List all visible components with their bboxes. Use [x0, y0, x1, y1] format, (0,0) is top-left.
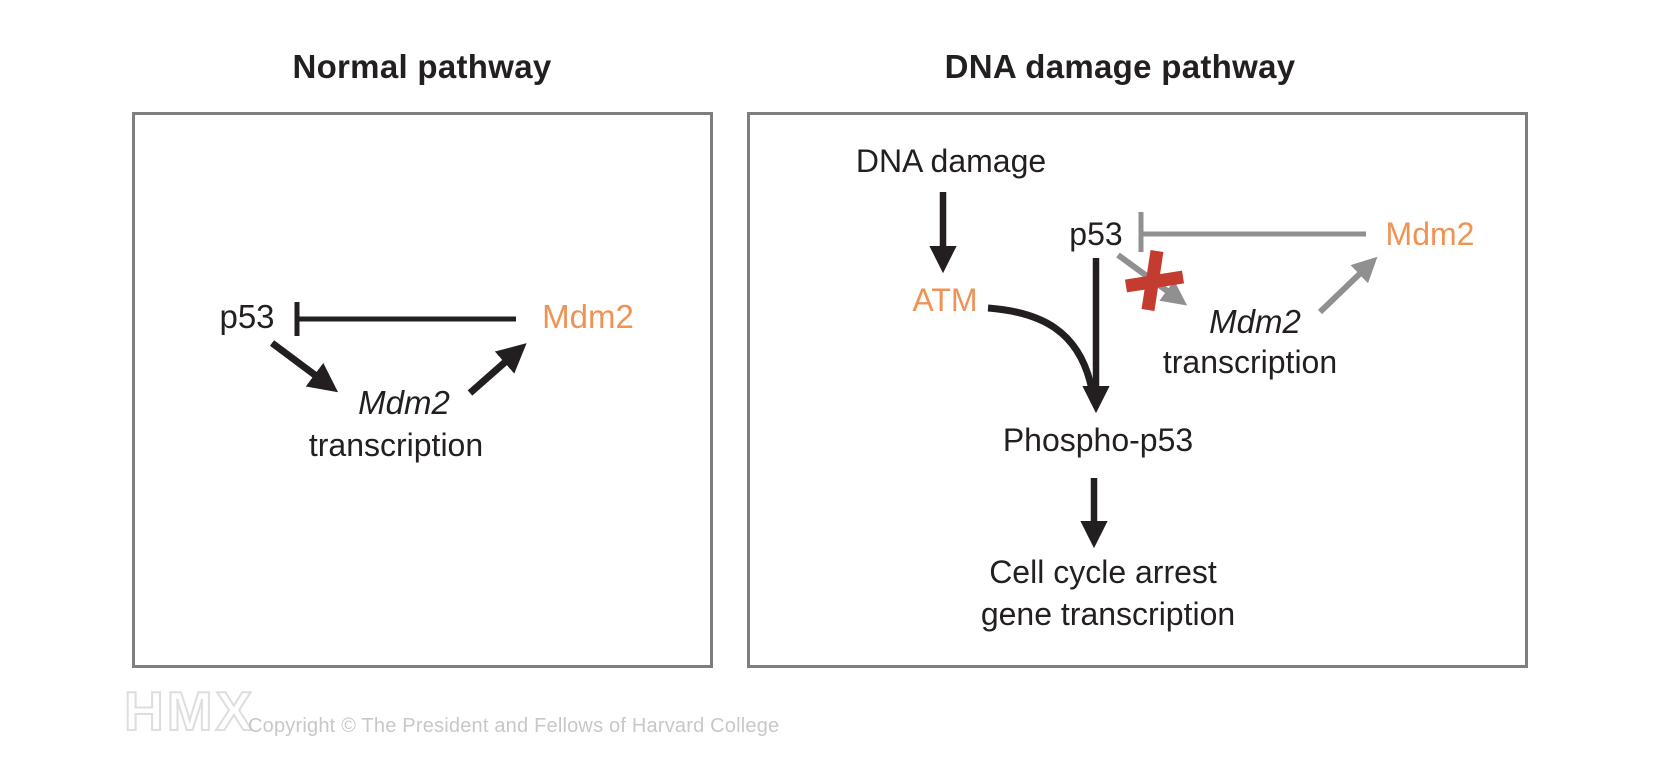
arrest-line2-label: gene transcription: [980, 596, 1236, 632]
dna-damage-label: DNA damage: [855, 143, 1047, 179]
arrest-line1-label: Cell cycle arrest: [989, 554, 1217, 590]
normal-pathway-box: [132, 112, 713, 668]
normal-mdm2-label: Mdm2: [542, 298, 634, 335]
damage-mdm2-label: Mdm2: [1385, 216, 1475, 252]
normal-transcription-label: transcription: [308, 427, 484, 463]
damage-transcription-to-mdm2-arrow: [1317, 256, 1378, 315]
damage-p53-label: p53: [1069, 216, 1123, 252]
block-x-stroke-2: [1124, 270, 1185, 293]
hmx-logo: HMX: [123, 680, 256, 742]
dna-damage-pathway-title: DNA damage pathway: [944, 48, 1296, 85]
atm-to-phospho-curve: [987, 304, 1096, 391]
normal-mdm2-gene-label: Mdm2: [358, 384, 450, 421]
normal-p53-label: p53: [219, 298, 275, 335]
copyright-text: Copyright © The President and Fellows of…: [248, 715, 780, 737]
normal-p53-to-transcription-arrow: [269, 340, 339, 393]
normal-transcription-to-mdm2-arrow: [467, 343, 527, 396]
phospho-p53-label: Phospho-p53: [1002, 422, 1194, 458]
damage-mdm2-gene-label: Mdm2: [1209, 303, 1301, 340]
atm-label: ATM: [912, 282, 978, 318]
damage-transcription-label: transcription: [1162, 344, 1338, 380]
dna-damage-pathway-box: [747, 112, 1528, 668]
normal-pathway-title: Normal pathway: [292, 48, 552, 85]
